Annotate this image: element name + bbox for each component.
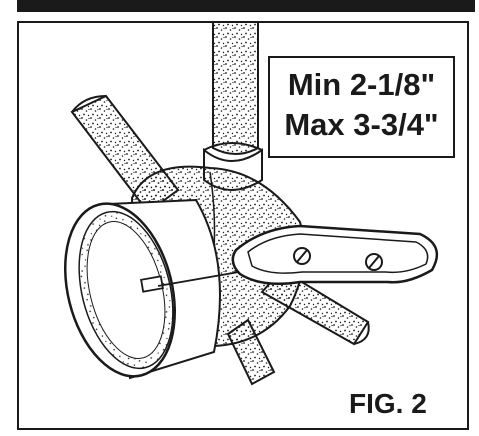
knife-handle bbox=[231, 224, 439, 285]
max-size-label: Max 3-3/4" bbox=[284, 107, 439, 142]
figure-number-label: FIG. 2 bbox=[349, 388, 427, 419]
vertical-pipe bbox=[203, 21, 263, 191]
pipe-end-sleeve bbox=[63, 198, 221, 380]
pipe-size-spec-box: Min 2-1/8" Max 3-3/4" bbox=[268, 56, 455, 158]
min-size-label: Min 2-1/8" bbox=[287, 67, 436, 102]
top-rule bbox=[17, 0, 475, 12]
